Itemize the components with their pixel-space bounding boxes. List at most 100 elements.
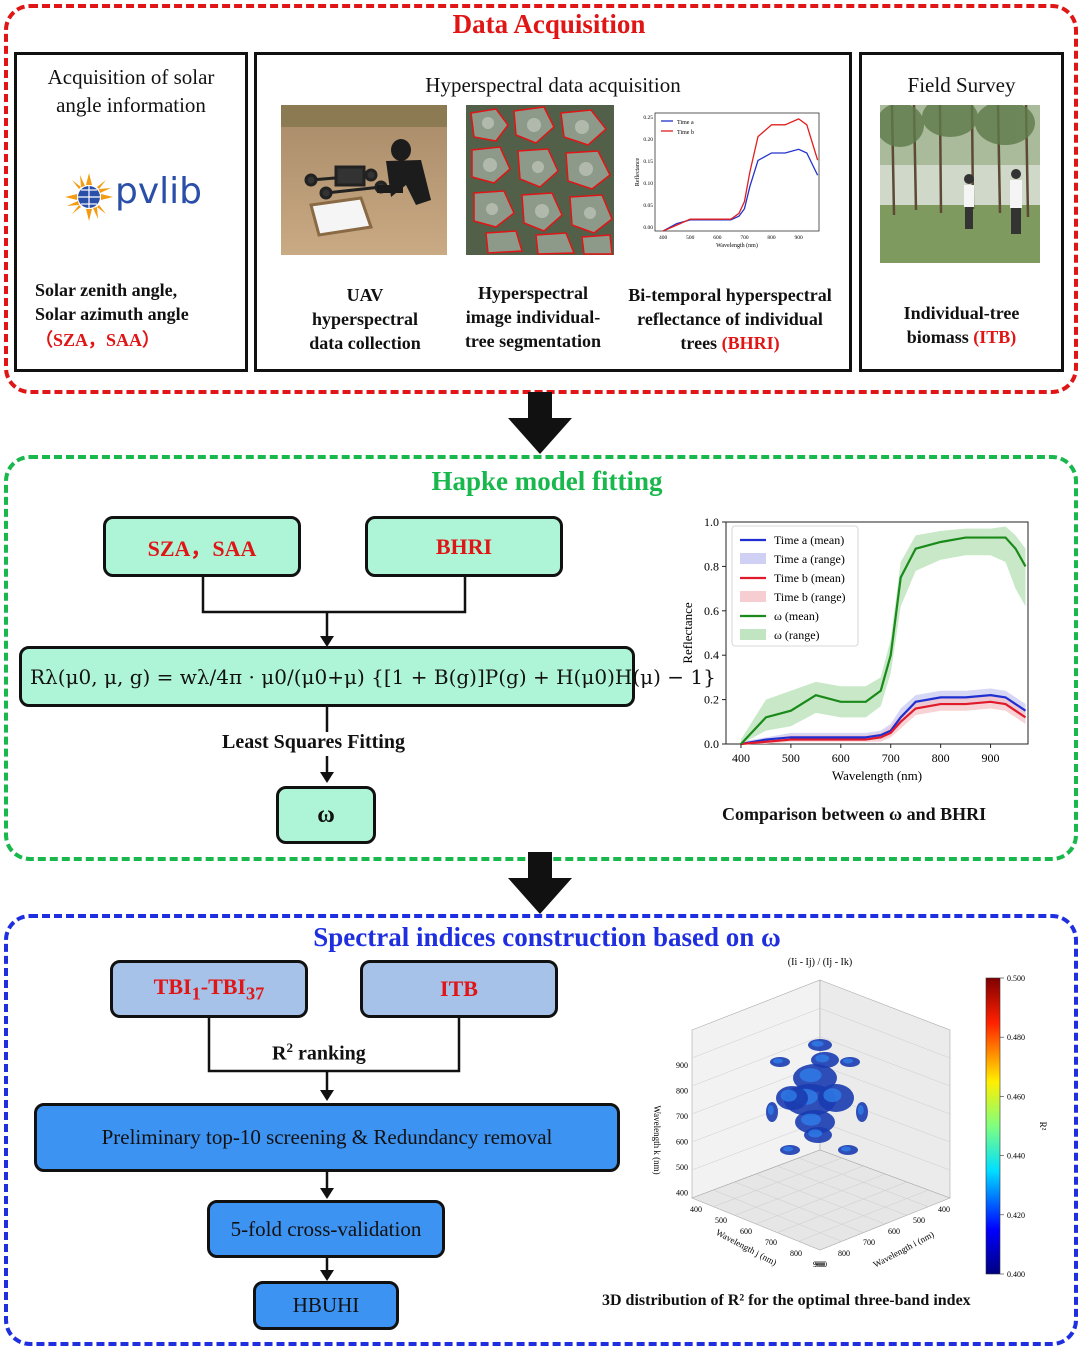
mini-y-tick: 0.15 (643, 159, 653, 165)
scatter-cluster-highlight (823, 1088, 842, 1103)
mini-x-tick: 700 (740, 235, 749, 241)
grid-line (819, 1008, 951, 1059)
legend-label-4: ω (mean) (774, 609, 819, 623)
plot3d-title: (Ii - Ij) / (Ij - Ik) (788, 957, 852, 968)
x-tick-label: 600 (832, 751, 850, 765)
series-band-2 (740, 526, 1026, 744)
legend-label-5: ω (range) (774, 628, 820, 642)
field-caption-abbrev: (ITB) (973, 327, 1017, 347)
legend-swatch-1 (740, 553, 766, 564)
grid-line (819, 1121, 951, 1171)
z-tick-label: 400 (676, 1189, 688, 1198)
scatter-cluster-highlight (815, 1054, 830, 1063)
scatter-cluster-highlight (841, 1146, 851, 1152)
pvlib-logo-text: pvlib (115, 171, 203, 212)
bhri-caption-line2: reflectance of individual (637, 309, 823, 329)
mini-y-tick: 0.00 (643, 225, 653, 231)
r2-rest: ranking (292, 1042, 366, 1065)
legend-swatch-3 (740, 591, 766, 602)
x-tick-label: 900 (982, 751, 1000, 765)
y-tick-label: 800 (838, 1249, 850, 1258)
mini-y-tick: 0.20 (643, 137, 653, 143)
r2-sup: 2 (286, 1040, 293, 1055)
flow-arrow-2-icon (508, 852, 572, 914)
x-tick-label: 400 (732, 751, 750, 765)
plot3d-caption: 3D distribution of R² for the optimal th… (602, 1292, 971, 1309)
colorbar-tick-label: 0.460 (1007, 1092, 1025, 1101)
z-axis-label: Wavelength k (nm) (652, 1105, 662, 1174)
solar-panel-title-line2: angle information (56, 93, 206, 117)
scatter-cluster-highlight (773, 1058, 783, 1064)
tree-segmentation-image (466, 105, 614, 255)
mini-x-tick: 800 (767, 235, 776, 241)
hyperspectral-panel: Hyperspectral data acquisition (254, 52, 852, 372)
grid-line (819, 1036, 951, 1087)
grid-line (691, 1121, 821, 1171)
grid-line (691, 1036, 821, 1087)
mini-line-time-b (662, 118, 819, 232)
hyperspectral-panel-title: Hyperspectral data acquisition (425, 73, 681, 97)
tbi-box: TBI1-TBI37 (110, 960, 308, 1018)
series-line-0 (740, 694, 1027, 746)
x-tick-label: 600 (740, 1227, 752, 1236)
x-tick-label: 800 (790, 1249, 802, 1258)
segmentation-caption-line3: tree segmentation (464, 331, 602, 351)
colorbar (985, 977, 1001, 1275)
solar-angle-panel: Acquisition of solar angle information p… (14, 52, 248, 372)
y-tick-label: 1.0 (704, 515, 719, 529)
spectral-indices-section (4, 914, 1078, 1346)
bhri-caption-line3: trees (BHRI) (615, 331, 845, 355)
itb-box: ITB (360, 960, 558, 1018)
legend-swatch-5 (740, 629, 766, 640)
colorbar-label: R² (1038, 1122, 1048, 1131)
solar-caption-line1: Solar zenith angle, (35, 280, 178, 300)
spectral-indices-title: Spectral indices construction based on ω (272, 922, 822, 953)
y-tick-label: 700 (863, 1238, 875, 1247)
hapke-formula: Rλ(μ0, μ, g) = wλ/4π · μ0/(μ0+μ) {[1 + B… (30, 664, 716, 689)
colorbar-tick-label: 0.420 (1007, 1211, 1025, 1220)
scatter-cluster-highlight (783, 1146, 793, 1152)
pane-floor (691, 1149, 951, 1251)
arrow-to-screening-icon (320, 1090, 334, 1101)
tbi-label: TBI1-TBI37 (154, 974, 265, 1004)
mini-legend-label-b: Time b (677, 130, 694, 136)
tbi-main-2: -TBI (200, 973, 246, 999)
scatter-cluster-highlight (811, 1040, 824, 1047)
scatter-cluster-highlight (767, 1105, 774, 1115)
y-axis-label: Reflectance (680, 602, 695, 664)
x-tick-label: 900 (815, 1260, 827, 1269)
legend-label-1: Time a (range) (774, 552, 845, 566)
bhri-box: BHRI (365, 516, 563, 577)
z-tick-label: 900 (676, 1061, 688, 1070)
x-tick-label: 400 (690, 1205, 702, 1214)
y-tick-label: 0.8 (704, 559, 719, 573)
field-survey-title: Field Survey (907, 73, 1016, 97)
chart-caption: Comparison between ω and BHRI (722, 804, 987, 824)
tbi-sub-2: 37 (246, 983, 265, 1004)
colorbar-tick-label: 0.440 (1007, 1152, 1025, 1161)
legend-label-3: Time b (range) (774, 590, 846, 604)
colorbar-tick-label: 0.480 (1007, 1033, 1025, 1042)
field-survey-panel: Field Survey Individual-tree biomass (IT… (859, 52, 1064, 372)
arrow-to-cv-icon (320, 1188, 334, 1199)
scatter-cluster-highlight (780, 1089, 797, 1102)
mini-y-tick: 0.10 (643, 181, 653, 187)
arrow-to-hbuhi-icon (320, 1270, 334, 1281)
uav-field-photo (281, 105, 447, 255)
arrow-to-omega-icon (320, 772, 334, 783)
scatter-cluster-highlight (843, 1058, 853, 1064)
solar-caption-line2: Solar azimuth angle (35, 304, 189, 324)
field-caption-line1: Individual-tree (903, 303, 1020, 323)
y-tick-label: 600 (888, 1227, 900, 1236)
data-acquisition-title: Data Acquisition (426, 9, 672, 40)
x-tick-label: 800 (932, 751, 950, 765)
pvlib-sun-icon (65, 173, 113, 221)
colorbar-tick-label: 0.400 (1007, 1270, 1025, 1279)
segmentation-caption-line1: Hyperspectral (478, 283, 588, 303)
x-tick-label: 700 (882, 751, 900, 765)
mini-x-tick: 500 (686, 235, 695, 241)
hbuhi-box: HBUHI (253, 1281, 399, 1330)
field-caption-line2: biomass (ITB) (862, 325, 1061, 349)
